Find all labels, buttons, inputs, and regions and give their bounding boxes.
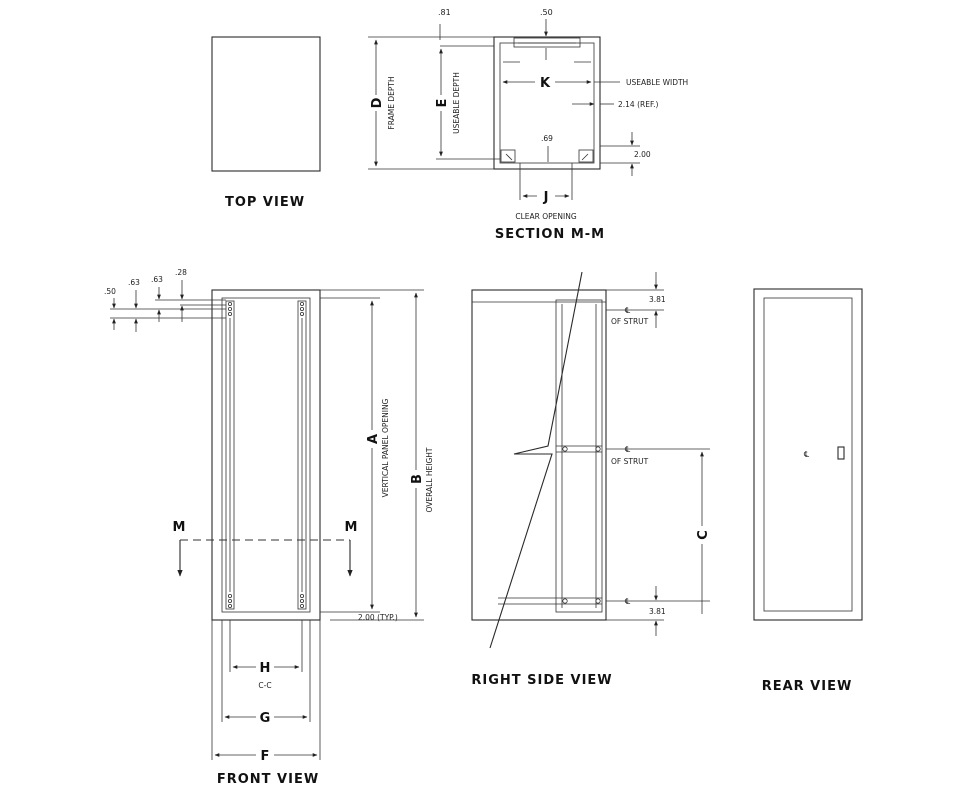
top-view-title: TOP VIEW: [225, 195, 305, 210]
front-outer-frame: [211, 289, 321, 621]
dim-069: .69: [541, 134, 553, 143]
letter-h: H: [260, 661, 271, 676]
dim-214-ref: 2.14 (REF.): [618, 100, 658, 109]
rear-view: ℄ REAR VIEW: [753, 288, 863, 694]
of-strut-top: OF STRUT: [611, 317, 649, 326]
section-mark-m-left: M: [173, 520, 186, 535]
section-strut-bottom-left: [500, 149, 516, 163]
letter-e: E: [435, 99, 450, 108]
letter-g: G: [260, 711, 271, 726]
section-inner-frame: [499, 42, 595, 164]
letter-b: B: [410, 474, 425, 484]
side-break-line: [489, 271, 583, 649]
front-view: .50 .63 .63 .28 A VERTICAL PANEL OPENING…: [104, 268, 434, 787]
dim-200-section: 2.00: [634, 150, 651, 159]
rear-inner-panel: [763, 297, 853, 612]
rear-cl: ℄: [804, 450, 810, 459]
useable-width-label: USEABLE WIDTH: [626, 78, 688, 87]
section-outer-frame: [493, 36, 601, 170]
rear-view-title: REAR VIEW: [762, 679, 853, 694]
rear-handle: [837, 446, 845, 460]
letter-c: C: [696, 530, 711, 540]
dim-050-front: .50: [104, 287, 116, 296]
letter-a: A: [366, 434, 381, 444]
dim-063-b: .63: [151, 275, 163, 284]
front-inner-frame: [221, 297, 311, 613]
cc-label: C-C: [258, 681, 271, 690]
side-inner-frame: [555, 299, 603, 613]
letter-f: F: [261, 749, 270, 764]
dim-200-typ: 2.00 (TYP.): [358, 613, 398, 622]
section-top-strut: [513, 37, 581, 48]
dim-381-bottom: 3.81: [649, 607, 666, 616]
useable-depth-label: USEABLE DEPTH: [452, 72, 461, 134]
vertical-panel-opening-label: VERTICAL PANEL OPENING: [381, 398, 390, 497]
of-strut-mid: OF STRUT: [611, 457, 649, 466]
letter-j: J: [543, 190, 549, 205]
dim-081: .81: [438, 8, 451, 17]
frame-depth-label: FRAME DEPTH: [387, 76, 396, 129]
section-title: SECTION M-M: [495, 227, 605, 242]
front-view-title: FRONT VIEW: [217, 772, 319, 787]
cl-mid: ℄: [625, 445, 631, 454]
right-side-view: 3.81 ℄ OF STRUT ℄ OF STRUT C ℄ 3.81 RIGH…: [471, 271, 712, 688]
front-right-rail: [297, 300, 307, 610]
section-mark-m-right: M: [345, 520, 358, 535]
cl-bottom: ℄: [625, 597, 631, 606]
top-view: TOP VIEW: [211, 36, 321, 210]
dim-063-a: .63: [128, 278, 140, 287]
letter-k: K: [540, 76, 551, 91]
overall-height-label: OVERALL HEIGHT: [425, 447, 434, 512]
side-outer-frame: [471, 289, 607, 621]
section-strut-bottom-right: [578, 149, 594, 163]
dim-381-top: 3.81: [649, 295, 666, 304]
section-m-m: .81 .50 D FRAME DEPTH E USEABLE DEPTH K …: [366, 8, 688, 242]
rear-outer-frame: [753, 288, 863, 621]
front-left-rail: [225, 300, 235, 610]
letter-d: D: [370, 97, 385, 108]
clear-opening-label: CLEAR OPENING: [515, 212, 576, 221]
dim-028: .28: [175, 268, 187, 277]
cl-top: ℄: [625, 306, 631, 315]
dim-050-section: .50: [540, 8, 553, 17]
top-view-outline: [211, 36, 321, 172]
side-view-title: RIGHT SIDE VIEW: [471, 673, 612, 688]
